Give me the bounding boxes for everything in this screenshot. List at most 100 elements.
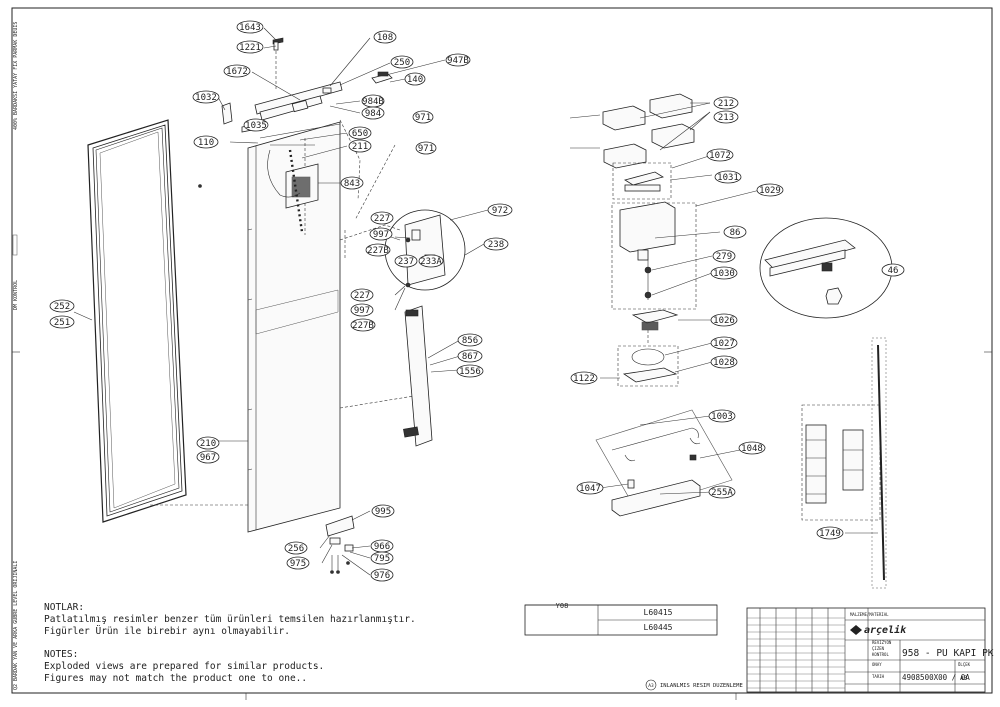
callout-text: 976 xyxy=(374,571,390,581)
margin-text-bottom: Q2 BARDAK YAN VE ARKA GUBRE LEVEL ORIJIN… xyxy=(13,561,19,690)
callout-1003: 1003 xyxy=(708,409,736,423)
callout-text: 997 xyxy=(354,306,370,316)
callout-text: 867 xyxy=(462,352,478,362)
callout-1030: 1030 xyxy=(710,266,738,280)
callout-976: 976 xyxy=(370,568,394,582)
callout-966: 966 xyxy=(370,539,394,553)
callout-1047: 1047 xyxy=(576,481,604,495)
callout-text: 1032 xyxy=(195,93,217,103)
callout-text: 975 xyxy=(290,559,306,569)
tb-label-approve: ONAY xyxy=(872,662,882,667)
callout-text: 227 xyxy=(354,291,370,301)
callout-212: 212 xyxy=(713,96,739,110)
callout-1221: 1221 xyxy=(236,40,264,54)
callout-238: 238 xyxy=(483,237,509,251)
side-rail-detail xyxy=(801,337,887,589)
callout-text: 1029 xyxy=(759,186,781,196)
stamp-code: A3 xyxy=(648,683,654,689)
callout-text: 251 xyxy=(54,318,70,328)
callout-1643: 1643 xyxy=(236,20,264,34)
callout-text: 995 xyxy=(375,507,391,517)
callout-text: 1556 xyxy=(459,367,481,377)
drawing-stamp: A3 INLANLMIS RESIM DUZENLEME xyxy=(645,679,743,691)
callout-text: 252 xyxy=(54,302,70,312)
tb-label-scale: ÖLÇEK xyxy=(958,662,971,667)
notes-heading-en: NOTES: xyxy=(44,649,78,660)
callout-1029: 1029 xyxy=(756,183,784,197)
callout-text: 237 xyxy=(398,257,414,267)
hinge-detail-magnifier xyxy=(384,209,466,291)
callout-110: 110 xyxy=(193,135,219,149)
callout-967: 967 xyxy=(196,450,220,464)
callout-text: 46 xyxy=(888,266,899,276)
callout-213: 213 xyxy=(713,110,739,124)
callout-text: 210 xyxy=(200,439,216,449)
notes-line-tr-2: Figürler Ürün ile birebir aynı olmayabil… xyxy=(44,626,290,637)
callout-text: 140 xyxy=(407,75,423,85)
brand-logo: arçelik xyxy=(850,624,907,636)
bottom-hinge-parts xyxy=(325,515,355,574)
callout-255a: 255A xyxy=(708,485,736,499)
callout-text: 1031 xyxy=(717,173,739,183)
callout-984: 984 xyxy=(361,106,385,120)
callout-227: 227 xyxy=(350,288,374,302)
tb-label-material: MALZEME/MATERIAL xyxy=(850,612,889,617)
variant-row-2: L60445 xyxy=(644,623,673,632)
callout-text: 1026 xyxy=(713,316,735,326)
ice-tray-magnifier xyxy=(759,217,893,319)
door-panel xyxy=(203,121,341,533)
revision-rows xyxy=(747,617,845,689)
tb-label-date: TARIH xyxy=(872,674,885,679)
leader-lines xyxy=(73,27,489,576)
callout-1026: 1026 xyxy=(710,313,738,327)
margin-text-middle: DM KONTROL xyxy=(13,280,19,310)
callout-256: 256 xyxy=(284,541,308,555)
callout-text: 984 xyxy=(365,109,381,119)
callout-text: 250 xyxy=(394,58,410,68)
callout-text: 997 xyxy=(373,230,389,240)
callout-text: 233A xyxy=(420,257,442,267)
callout-250: 250 xyxy=(390,55,414,69)
drawing-number: 4908500X00 / 0A xyxy=(902,673,970,682)
callout-text: 1048 xyxy=(741,444,763,454)
callout-211: 211 xyxy=(348,139,372,153)
callout-227b: 227B xyxy=(350,318,376,332)
callout-86: 86 xyxy=(723,225,747,239)
callout-text: 984B xyxy=(362,97,384,107)
callout-text: 279 xyxy=(716,252,732,262)
notes-heading-tr: NOTLAR: xyxy=(44,602,84,613)
callout-1027: 1027 xyxy=(710,336,738,350)
callout-1032: 1032 xyxy=(192,90,220,104)
callout-650: 650 xyxy=(348,126,372,140)
callout-1749: 1749 xyxy=(816,526,844,540)
callout-text: 650 xyxy=(352,129,368,139)
callout-text: 972 xyxy=(492,206,508,216)
callout-text: 1672 xyxy=(226,67,248,77)
callout-text: 966 xyxy=(374,542,390,552)
callout-972: 972 xyxy=(487,203,513,217)
callout-251: 251 xyxy=(49,315,75,329)
callout-237: 237 xyxy=(394,254,418,268)
callout-1031: 1031 xyxy=(714,170,742,184)
callout-1072: 1072 xyxy=(706,148,734,162)
callout-text: 1643 xyxy=(239,23,261,33)
callout-856: 856 xyxy=(457,333,483,347)
door-shelves xyxy=(569,93,711,169)
callout-text: 971 xyxy=(418,144,434,154)
callout-text: 1221 xyxy=(239,43,261,53)
dispenser-assembly xyxy=(611,154,761,310)
door-display-module xyxy=(259,123,341,235)
callout-text: 971 xyxy=(415,113,431,123)
door-gasket xyxy=(87,119,187,523)
door-handle xyxy=(403,305,461,447)
callout-995: 995 xyxy=(371,504,395,518)
callout-997: 997 xyxy=(369,227,393,241)
callout-843: 843 xyxy=(340,176,364,190)
bottle-shelf-assembly xyxy=(595,409,741,517)
callout-text: 213 xyxy=(718,113,734,123)
callout-1672: 1672 xyxy=(223,64,251,78)
callout-text: 947B xyxy=(447,56,469,66)
sheet-size: A3 xyxy=(960,675,968,682)
callout-text: 227 xyxy=(374,214,390,224)
